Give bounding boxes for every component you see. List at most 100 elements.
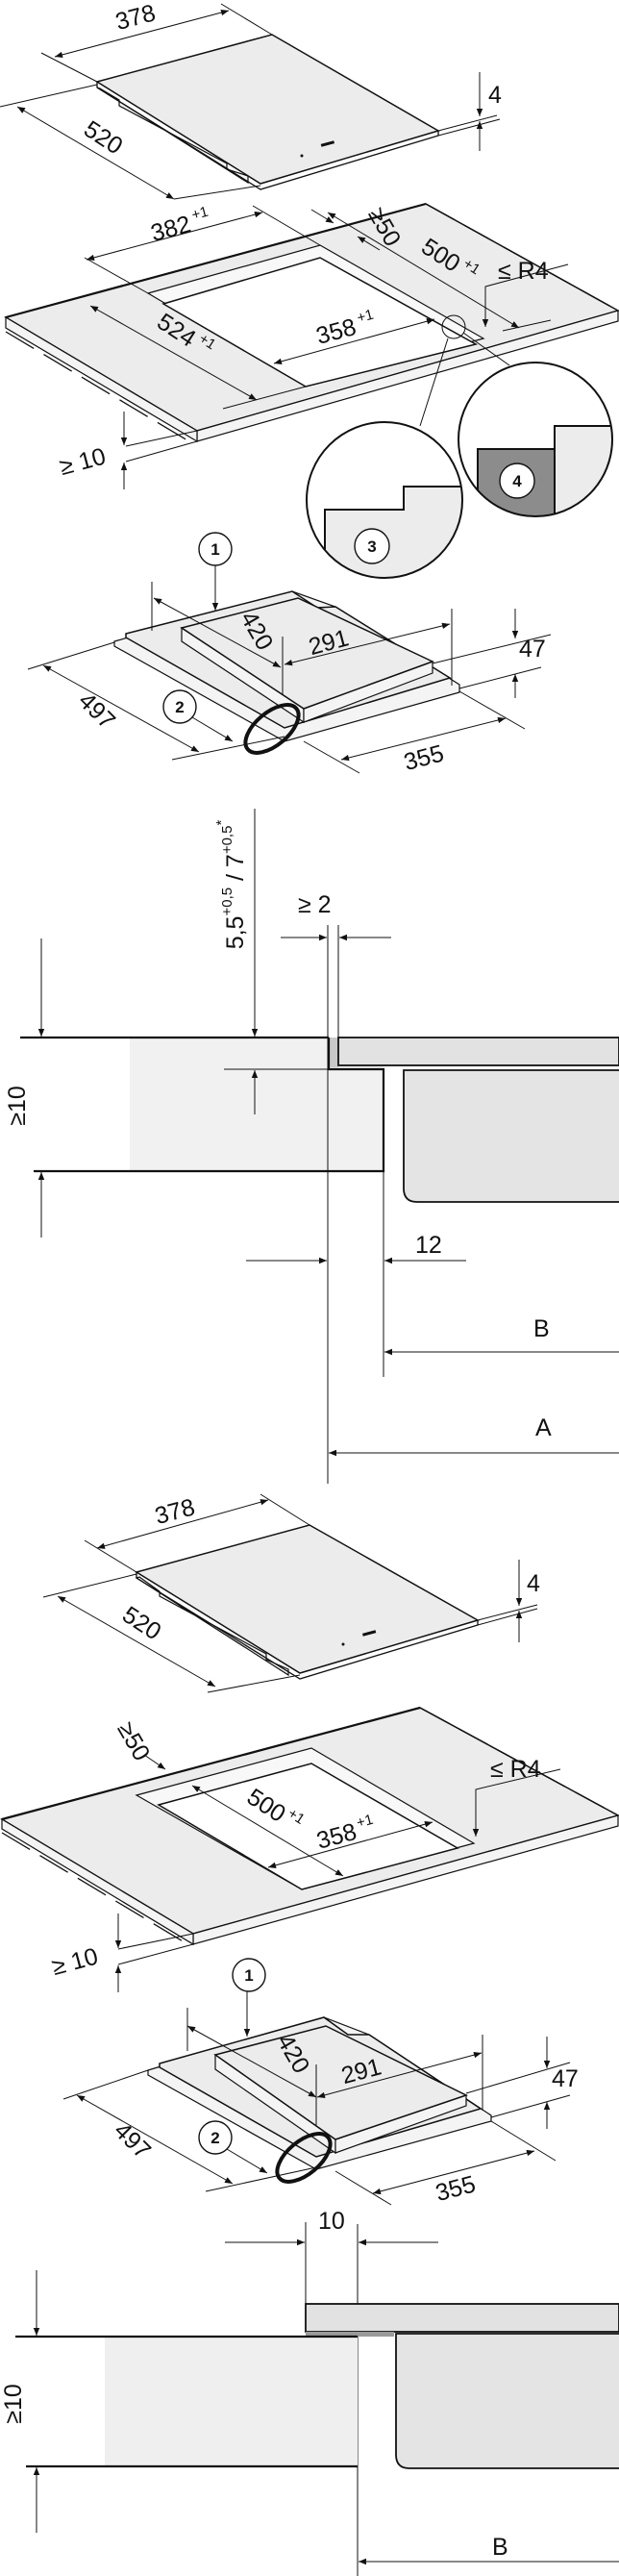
hob-body-section xyxy=(403,1069,619,1203)
detail-4-outline xyxy=(458,362,613,517)
dim-line-524 xyxy=(89,305,258,401)
ext-line xyxy=(40,52,98,83)
dim-width-355: 355 xyxy=(401,739,447,776)
ext-line xyxy=(173,185,261,200)
radius-leader xyxy=(472,1768,561,1837)
ext-line xyxy=(465,2062,571,2094)
detail-3-outline xyxy=(306,421,463,579)
dim-overhang-10: 10 xyxy=(318,2208,345,2235)
tolerance: +1 xyxy=(460,256,483,279)
dim-line-291 xyxy=(316,2051,483,2099)
tolerance: +1 xyxy=(355,1812,375,1832)
ext-line xyxy=(477,1608,538,1626)
power-cable xyxy=(275,2132,333,2184)
dim-line-520 xyxy=(16,106,175,200)
hob-indicator-dot xyxy=(341,1642,345,1646)
detail-leader xyxy=(462,332,510,366)
dim-line-500 xyxy=(327,212,520,329)
callout-4 xyxy=(499,463,535,499)
ext-line xyxy=(125,440,198,463)
hob-indicator-dot xyxy=(300,154,304,158)
hob-glass-edge xyxy=(136,1572,479,1680)
detail-3: 3 xyxy=(306,421,463,579)
rebate-outline xyxy=(34,1038,385,1173)
dim-line-358 xyxy=(273,318,435,364)
dim-worktop-thickness: ≥ 10 xyxy=(49,1942,101,1981)
dim-arrow-50 xyxy=(143,1754,166,1770)
dim-worktop-thickness: ≥10 xyxy=(0,2384,27,2424)
dim-line-291 xyxy=(284,622,451,666)
dash-line xyxy=(425,203,619,312)
ext-line xyxy=(260,1493,310,1526)
callout-1-label: 1 xyxy=(210,540,219,559)
hob-glass-section xyxy=(337,1037,619,1066)
dash-line xyxy=(419,1707,619,1816)
value: 382 xyxy=(148,211,194,247)
tolerance: +1 xyxy=(190,204,210,224)
callout-4-label: 4 xyxy=(512,472,522,490)
dim-rebate-depth: 5,5+0,5 / 7+0,5* xyxy=(213,820,249,950)
ext-line xyxy=(207,1674,301,1693)
dim-line-358 xyxy=(267,1821,433,1868)
detail-marker xyxy=(441,314,466,339)
figure-3-cross-section-flush: 5,5+0,5 / 7+0,5* ≥ 2 ≥10 12 B A xyxy=(4,809,619,1484)
callout-3-label: 3 xyxy=(367,538,376,556)
tolerance-a: +0,5 xyxy=(219,888,235,916)
separator: / 7 xyxy=(222,854,249,888)
ext-line xyxy=(117,1933,194,1950)
dim-worktop-thickness: ≥ 10 xyxy=(57,442,109,481)
ext-line xyxy=(303,740,360,774)
detail-leader xyxy=(419,338,449,427)
asterisk: * xyxy=(213,820,230,826)
dim-cutout-width: 382+1 xyxy=(147,204,212,247)
dim-worktop-thickness: ≥10 xyxy=(4,1086,31,1126)
ext-line xyxy=(437,114,498,132)
dim-line-420 xyxy=(186,2025,317,2098)
power-cable xyxy=(243,703,301,755)
dim-gap-min: ≥ 2 xyxy=(298,891,332,918)
value-a: 5,5 xyxy=(222,916,249,950)
ext-line xyxy=(458,666,542,689)
dim-inner-width: 358+1 xyxy=(312,307,378,350)
label-b: B xyxy=(533,1315,550,1342)
figure-4-hob-and-cutout: 378 520 4 ≥50 500+1 358+1 ≤ R4 ≥ 10 1 xyxy=(0,1493,619,2037)
radius-leader xyxy=(482,263,569,327)
ext-line xyxy=(27,641,115,670)
hob-body-section xyxy=(395,2333,619,2469)
ext-line xyxy=(222,386,307,410)
figure-2-hob-underside: 1 2 420 291 47 497 355 xyxy=(27,532,552,776)
hob-glass-edge xyxy=(96,82,439,190)
ext-line xyxy=(432,634,552,664)
worktop-section xyxy=(105,2337,358,2466)
callout-2-leader xyxy=(226,2148,268,2174)
callout-1 xyxy=(232,1958,266,1992)
dim-offset-12: 12 xyxy=(415,1232,442,1259)
callout-3 xyxy=(354,528,390,564)
callout-2-label: 2 xyxy=(175,698,184,716)
dim-arrow-50-a xyxy=(310,209,334,224)
ext-line xyxy=(117,1943,194,1965)
figure-5-hob-underside-and-section: 2 420 291 47 497 355 10 ≥10 xyxy=(0,2008,619,2576)
dim-depth-497: 497 xyxy=(109,2117,156,2164)
ext-line xyxy=(84,257,149,294)
dim-height-47: 47 xyxy=(519,636,546,663)
tolerance: +1 xyxy=(356,307,376,327)
dim-line-355 xyxy=(372,2149,535,2195)
dim-hob-width: 378 xyxy=(152,1493,198,1530)
ext-line xyxy=(220,3,273,36)
ext-line xyxy=(252,205,321,246)
dash-line xyxy=(1,1832,186,1943)
dim-line-355 xyxy=(340,716,507,762)
ext-line xyxy=(437,118,501,137)
ext-line xyxy=(84,1539,137,1573)
label-b: B xyxy=(492,2534,508,2561)
ext-line xyxy=(502,319,552,332)
dim-hob-depth: 520 xyxy=(117,1601,165,1645)
detail-3-profile xyxy=(324,486,462,578)
callout-2-label: 2 xyxy=(210,2129,219,2147)
ext-line xyxy=(334,2170,392,2206)
dim-corner-radius: ≤ R4 xyxy=(498,258,549,285)
hob-top-view xyxy=(95,34,440,190)
detail-4: 4 xyxy=(458,362,613,517)
